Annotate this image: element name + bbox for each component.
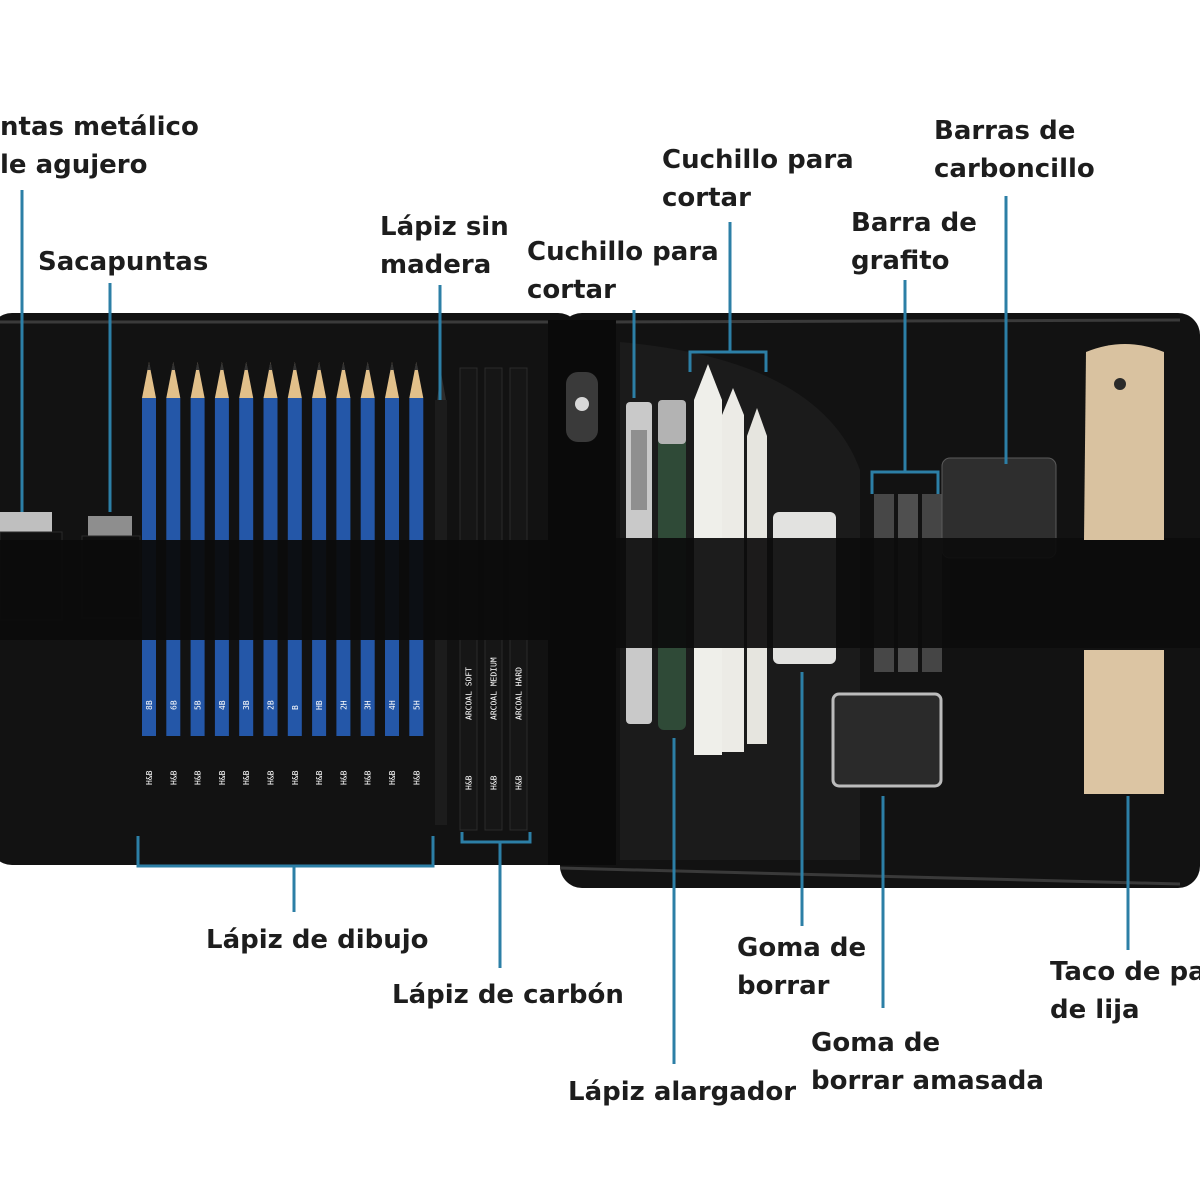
pencil-lead bbox=[317, 362, 322, 370]
pencil-brand-label: H&B bbox=[339, 770, 348, 785]
label-sandpaper-block: Taco de papde lija bbox=[1050, 957, 1200, 1025]
pencil-brand-label: H&B bbox=[291, 770, 300, 785]
pencil-brand-label: H&B bbox=[267, 770, 276, 785]
pencil-brand-label: H&B bbox=[194, 770, 203, 785]
pencil-grade-label: 2B bbox=[267, 700, 276, 710]
pencil-tip bbox=[190, 362, 205, 398]
pencil-tip bbox=[336, 362, 351, 398]
pencil-grade-label: HB bbox=[315, 700, 324, 710]
pencil-end bbox=[190, 736, 205, 828]
pencil-lead bbox=[268, 362, 273, 370]
pencil-lead bbox=[365, 362, 370, 370]
pencil-end bbox=[409, 736, 424, 828]
pencil-lead bbox=[171, 362, 176, 370]
pencil-grade-label: 4H bbox=[388, 700, 397, 710]
pencil-tip bbox=[409, 362, 424, 398]
charcoal-pencil-label: ARCOAL HARD bbox=[515, 667, 524, 720]
pencil-end bbox=[312, 736, 327, 828]
pencil-grade-label: 4B bbox=[218, 700, 227, 710]
pencil-grade-label: 5B bbox=[194, 700, 203, 710]
pencil-lead bbox=[219, 362, 224, 370]
charcoal-pencil-label: ARCOAL SOFT bbox=[465, 667, 474, 720]
pencil-grade-label: 5H bbox=[412, 700, 421, 710]
charcoal-pencil-brand: H&B bbox=[465, 775, 474, 790]
pencil-tip bbox=[166, 362, 181, 398]
pencil-grade-label: 8B bbox=[145, 700, 154, 710]
pencil-end bbox=[142, 736, 156, 828]
charcoal-pencil-label: ARCOAL MEDIUM bbox=[490, 657, 499, 720]
cutter-slider bbox=[631, 430, 647, 510]
charcoal-pencil-brand: H&B bbox=[515, 775, 524, 790]
pencil-tip bbox=[385, 362, 399, 398]
pencil-brand-label: H&B bbox=[169, 770, 178, 785]
sandpaper-block-bottom bbox=[1084, 650, 1164, 794]
label-sharpener: Sacapuntas bbox=[38, 247, 209, 277]
pencil-end bbox=[360, 736, 375, 828]
pencil-end bbox=[239, 736, 254, 828]
sandpaper-block-top bbox=[1084, 344, 1164, 540]
pencil-tip bbox=[263, 362, 278, 398]
pencil-lead bbox=[414, 362, 419, 370]
pencil-end bbox=[287, 736, 302, 828]
pencil-end bbox=[263, 736, 278, 828]
label-drawing-pencil: Lápiz de dibujo bbox=[206, 925, 429, 955]
sandpaper-hole bbox=[1114, 378, 1126, 390]
case-zipper-edge bbox=[0, 318, 1181, 886]
pencil-grade-label: 6B bbox=[169, 700, 178, 710]
pencil-lead bbox=[147, 362, 151, 370]
label-extender: Lápiz alargador bbox=[568, 1077, 797, 1107]
pencil-grade-label: B bbox=[291, 705, 300, 710]
leader-graphite-bar bbox=[870, 280, 940, 494]
label-charcoal-pencil: Lápiz de carbón bbox=[392, 980, 624, 1010]
pencil-grade-label: 2H bbox=[339, 700, 348, 710]
pencil-end bbox=[385, 736, 399, 828]
right-elastic-band bbox=[616, 538, 1200, 648]
pencil-brand-label: H&B bbox=[364, 770, 373, 785]
pencil-lead bbox=[390, 362, 394, 370]
pencil-tip bbox=[214, 362, 229, 398]
pencil-grade-label: 3B bbox=[242, 700, 251, 710]
pencil-end bbox=[214, 736, 229, 828]
pencil-tip bbox=[360, 362, 375, 398]
leader-drawing-pencil bbox=[136, 836, 435, 912]
pencil-tip bbox=[287, 362, 302, 398]
pencil-end bbox=[166, 736, 181, 828]
drawing-pencil: 4B H&B bbox=[214, 362, 229, 828]
pencil-end bbox=[336, 736, 351, 828]
pencil-brand-label: H&B bbox=[145, 770, 154, 785]
charcoal-pencil-brand: H&B bbox=[490, 775, 499, 790]
pencil-lead bbox=[341, 362, 346, 370]
pencil-brand-label: H&B bbox=[388, 770, 397, 785]
pencil-tip bbox=[312, 362, 327, 398]
pencil-brand-label: H&B bbox=[315, 770, 324, 785]
left-elastic-band bbox=[0, 540, 550, 640]
pencil-brand-label: H&B bbox=[242, 770, 251, 785]
drawing-pencils: 8B H&B 6B H&B 5B H&B 4B H&B 3B H&B 2B H&B B H&B HB H&B 2… bbox=[142, 362, 424, 828]
pencil-lead bbox=[292, 362, 297, 370]
leader-lines bbox=[20, 190, 1130, 1064]
leader-knife-top bbox=[688, 222, 768, 372]
leader-charcoal-pencil bbox=[460, 832, 532, 968]
pencil-tip bbox=[142, 362, 156, 398]
zipper-ring bbox=[575, 397, 589, 411]
pencil-tip bbox=[239, 362, 254, 398]
pencil-brand-label: H&B bbox=[218, 770, 227, 785]
pencil-brand-label: H&B bbox=[412, 770, 421, 785]
extender-cap bbox=[658, 400, 686, 444]
kneaded-eraser bbox=[831, 692, 943, 788]
pencil-lead bbox=[195, 362, 200, 370]
pencil-lead bbox=[244, 362, 249, 370]
pencil-grade-label: 3H bbox=[364, 700, 373, 710]
